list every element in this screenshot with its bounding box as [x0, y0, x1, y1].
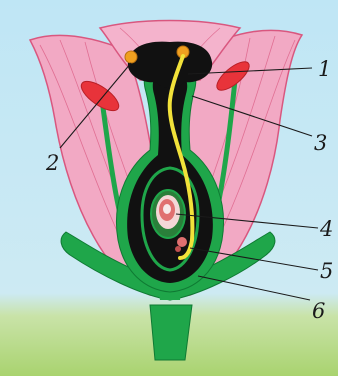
label-2: 2: [45, 151, 59, 175]
label-1: 1: [318, 57, 331, 81]
stem: [150, 305, 192, 360]
pollen-grain-left: [125, 51, 137, 63]
label-6: 6: [312, 299, 325, 323]
label-3: 3: [314, 131, 327, 155]
label-5: 5: [320, 259, 333, 283]
label-4: 4: [319, 217, 333, 241]
